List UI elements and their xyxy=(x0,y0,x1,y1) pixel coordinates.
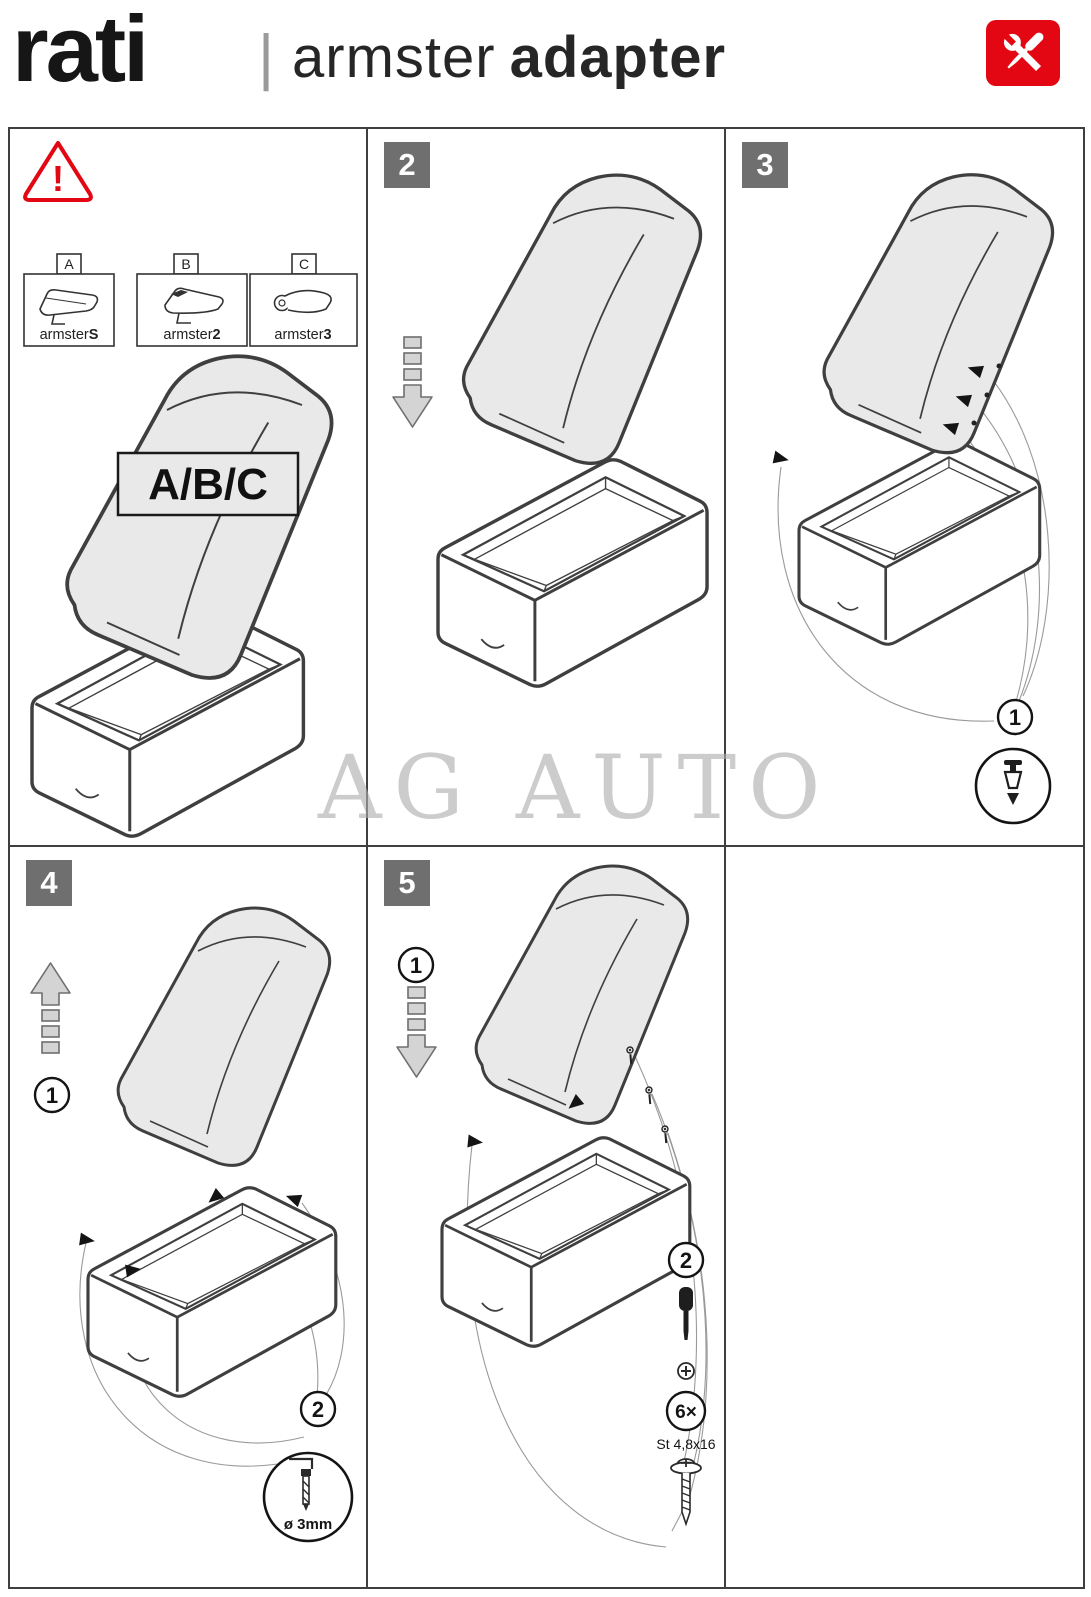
drill-spec: ø 3mm xyxy=(284,1516,332,1533)
svg-text:1: 1 xyxy=(46,1083,58,1108)
step3-badge-1: 1 xyxy=(996,698,1034,736)
variant-option-c: C armster3 xyxy=(249,253,358,347)
step-number-2: 2 xyxy=(384,142,430,188)
armrest-base xyxy=(797,440,1042,646)
svg-text:2: 2 xyxy=(312,1397,324,1422)
panel-grid: ! A armsterS B armster2 xyxy=(8,127,1085,1589)
armrest-base xyxy=(436,458,709,688)
step-number-5: 5 xyxy=(384,860,430,906)
svg-text:2: 2 xyxy=(680,1248,692,1273)
variant-b-label: armster2 xyxy=(163,327,220,343)
step5-badge-2: 2 xyxy=(667,1241,705,1279)
warning-illustration: ! A armsterS B armster2 xyxy=(23,141,358,838)
step4-badge-2: 2 xyxy=(299,1390,337,1428)
variant-option-a: A armsterS xyxy=(23,253,115,347)
variant-a-label: armsterS xyxy=(40,327,99,343)
screwdriver-icon xyxy=(679,1287,693,1340)
step5-illustration: 1 xyxy=(396,864,716,1548)
armrest-base xyxy=(440,1136,692,1348)
step-number-4: 4 xyxy=(26,860,72,906)
drill-bit-icon: ø 3mm xyxy=(262,1451,354,1543)
down-arrow-icon xyxy=(392,336,433,428)
variant-a-tab: A xyxy=(64,256,74,272)
up-arrow-icon xyxy=(30,962,71,1054)
step4-badge-1: 1 xyxy=(33,1076,71,1114)
step2-illustration xyxy=(392,173,709,688)
header-divider: | xyxy=(258,23,275,92)
variant-c-tab: C xyxy=(299,256,309,272)
screw-count-badge: 6× xyxy=(665,1390,707,1432)
warning-exclamation: ! xyxy=(52,158,64,199)
panel-step3: 3 xyxy=(726,129,1083,845)
phillips-screw-icon xyxy=(677,1362,695,1380)
warning-triangle-icon: ! xyxy=(23,141,93,202)
down-arrow-icon xyxy=(396,986,437,1078)
armrest-lid xyxy=(65,354,334,680)
panel-empty xyxy=(726,847,1083,1587)
armrest-lid xyxy=(116,906,332,1167)
svg-text:1: 1 xyxy=(410,953,422,978)
panel-step2: 2 xyxy=(368,129,724,845)
armrest-lid xyxy=(474,864,690,1125)
rivet-clip-icon xyxy=(974,747,1052,825)
step-number-3: 3 xyxy=(742,142,788,188)
step3-illustration: 1 xyxy=(772,173,1055,825)
armrest-lid xyxy=(822,173,1055,455)
washer-screw-icon xyxy=(670,1458,702,1525)
panel-warning: ! A armsterS B armster2 xyxy=(10,129,366,845)
screw-spec: St 4,8x16 xyxy=(656,1436,715,1452)
variant-c-label: armster3 xyxy=(274,327,331,343)
svg-text:6×: 6× xyxy=(675,1402,697,1423)
svg-text:A/B/C: A/B/C xyxy=(148,460,268,509)
abc-label: A/B/C xyxy=(116,451,300,517)
panel-step5: 5 1 xyxy=(368,847,724,1587)
fastener-point-arrows xyxy=(772,361,1002,467)
product-variant: adapter xyxy=(509,25,727,90)
step4-illustration: 1 2 xyxy=(30,906,354,1543)
wrench-screwdriver-icon xyxy=(986,20,1060,86)
panel-step4: 4 1 xyxy=(10,847,366,1587)
variant-option-b: B armster2 xyxy=(136,253,248,347)
armrest-base xyxy=(86,1186,338,1398)
product-name: armster xyxy=(292,25,496,90)
armrest-lid xyxy=(461,173,703,466)
step5-badge-1: 1 xyxy=(397,946,435,984)
svg-text:1: 1 xyxy=(1009,705,1021,730)
brand-logo: rati xyxy=(12,0,149,101)
variant-b-tab: B xyxy=(181,256,190,272)
